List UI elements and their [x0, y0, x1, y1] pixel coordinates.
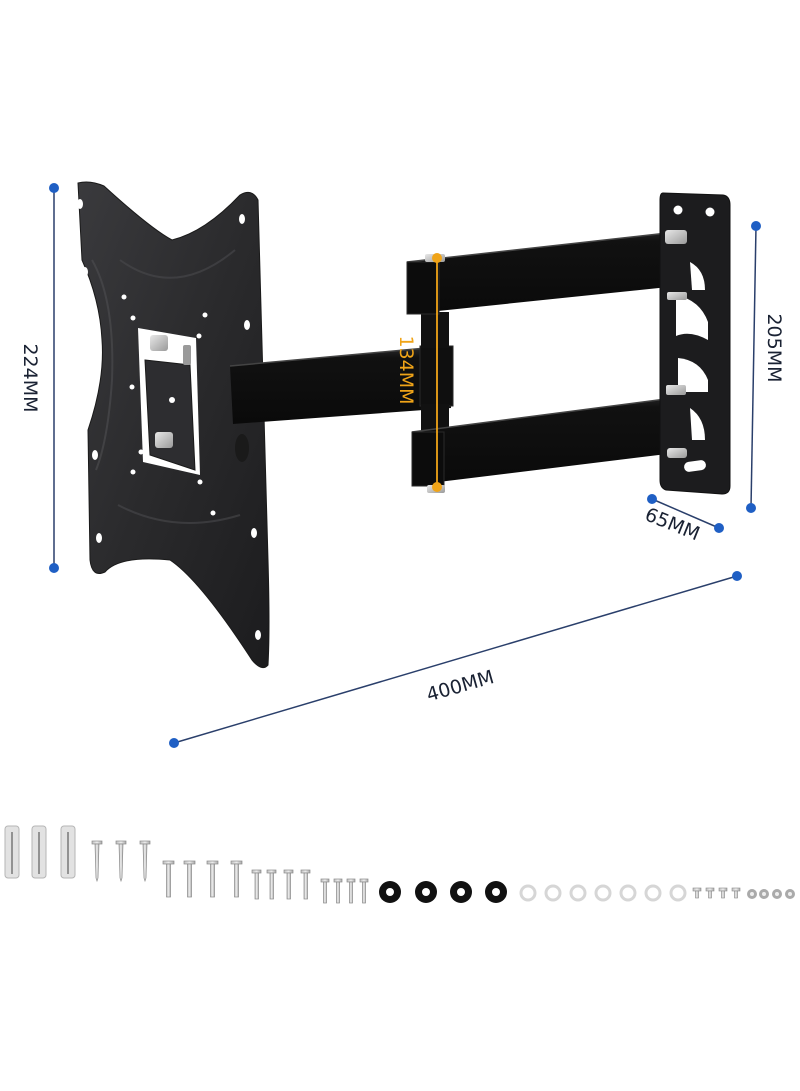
dimension-label-134: 134MM	[395, 335, 417, 404]
lag-screws	[91, 840, 151, 883]
dimension-endpoint	[432, 253, 442, 263]
dimension-endpoint	[751, 221, 761, 231]
small-screws	[692, 887, 741, 899]
dimension-wall-plate-depth: 65MM	[642, 494, 724, 545]
hardware-kit	[4, 825, 795, 904]
tilt-bolt-bottom	[155, 432, 173, 448]
dimension-wall-plate-height: 205MM	[746, 221, 785, 513]
dimension-label-205: 205MM	[763, 313, 785, 382]
vesa-plate	[77, 181, 270, 669]
dimension-endpoint	[49, 183, 59, 193]
dimension-endpoint	[746, 503, 756, 513]
dimension-label-400: 400MM	[424, 666, 496, 706]
vesa-holes	[77, 199, 261, 640]
wall-anchors	[4, 825, 76, 879]
short-bolts	[320, 878, 369, 904]
swing-arms	[229, 227, 716, 493]
dimension-plate-height: 224MM	[19, 183, 59, 573]
dimension-label-224: 224MM	[19, 343, 41, 412]
black-spacers	[379, 881, 507, 903]
small-washers	[747, 889, 795, 899]
long-bolts	[162, 860, 243, 898]
dimension-label-65: 65MM	[642, 504, 703, 546]
dimension-arm-fold-height: 134MM	[395, 253, 442, 492]
dimension-endpoint	[169, 738, 179, 748]
medium-bolts	[251, 869, 311, 900]
dimension-endpoint	[432, 482, 442, 492]
dimension-endpoint	[49, 563, 59, 573]
tilt-bolt-top	[150, 335, 168, 351]
dimension-endpoint	[714, 523, 724, 533]
clear-washers	[519, 884, 687, 902]
dimension-endpoint	[732, 571, 742, 581]
wall-plate	[659, 192, 731, 495]
dimension-endpoint	[647, 494, 657, 504]
